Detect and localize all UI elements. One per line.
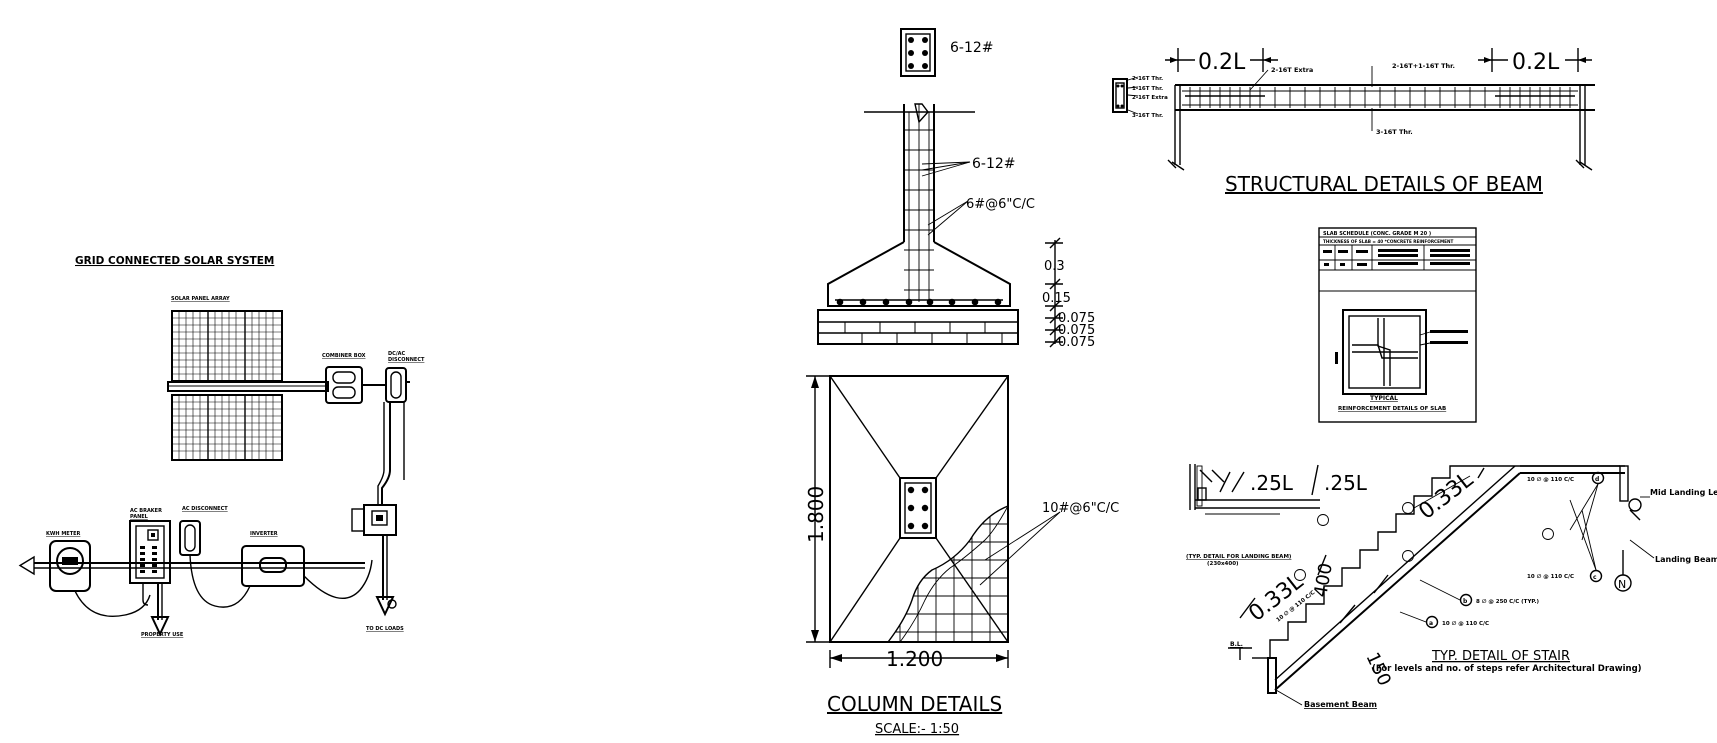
slab-caption-1: TYPICAL xyxy=(1370,395,1398,402)
north-marker: N xyxy=(1618,578,1626,591)
solar-panel-array-label: SOLAR PANEL ARRAY xyxy=(171,296,230,302)
footing-elevation xyxy=(817,103,1019,345)
landing-beam-label: Landing Beam xyxy=(1655,555,1717,564)
beam-bottom-center: 3-16T Thr. xyxy=(1376,128,1413,136)
dim-0-15: 0.15 xyxy=(1042,291,1071,306)
solar-title: GRID CONNECTED SOLAR SYSTEM xyxy=(75,255,274,267)
ac-breaker-panel xyxy=(129,520,171,584)
stair-details: (TYP. DETAIL FOR LANDING BEAM) (230x400)… xyxy=(1186,464,1717,709)
ac-disconnect xyxy=(179,520,201,556)
dc-disconnect-label-1: DC/AC xyxy=(388,351,406,357)
combiner-box-label: COMBINER BOX xyxy=(322,353,366,359)
column-cross-section xyxy=(900,28,936,77)
solar-panel-array xyxy=(167,310,329,461)
beam-dim-right: 0.2L xyxy=(1512,50,1560,75)
beam-sec-1: 2-16T Thr. xyxy=(1132,76,1163,82)
junction-box xyxy=(351,504,397,536)
landing-beam-detail xyxy=(1189,464,1320,515)
mesh-label: 10#@6"C/C xyxy=(1042,501,1119,516)
dim-0-075-a: 0.075 xyxy=(1058,311,1095,326)
combiner-box xyxy=(325,366,363,404)
stair-bar-d: 10 ∅ @ 110 C/C xyxy=(1527,477,1574,483)
inverter xyxy=(241,545,305,587)
stair-flight xyxy=(1252,465,1642,694)
dim-0-3: 0.3 xyxy=(1044,259,1065,274)
beam-top-center: 2-16T+1-16T Thr. xyxy=(1392,62,1455,70)
dc-disconnect-label-2: DISCONNECT xyxy=(388,357,425,363)
footing-depth-dimensions xyxy=(1045,237,1063,348)
bl-label: B.L. xyxy=(1230,641,1243,648)
column-top-bar-label: 6-12# xyxy=(950,40,994,56)
column-scale: SCALE:- 1:50 xyxy=(875,722,959,737)
kwh-meter xyxy=(49,540,91,592)
column-side-bar-label: 6-12# xyxy=(972,156,1016,172)
slab-row-1: SLAB SCHEDULE (CONC. GRADE M 20 ) xyxy=(1323,231,1431,237)
column-ties-label: 6#@6"C/C xyxy=(966,197,1035,212)
dim-0-075-c: 0.075 xyxy=(1058,335,1095,350)
column-details: 6-12# xyxy=(804,28,1119,737)
slab-caption-2: REINFORCEMENT DETAILS OF SLAB xyxy=(1338,406,1446,412)
beam-extra-top: 2-16T Extra xyxy=(1271,66,1313,74)
beam-cross-section xyxy=(1112,76,1139,115)
kwh-meter-label: KWH METER xyxy=(46,531,81,537)
plan-width-dim: 1.200 xyxy=(886,647,943,671)
stair-title: TYP. DETAIL OF STAIR xyxy=(1431,649,1570,664)
ac-breaker-label-2: PANEL xyxy=(130,514,149,520)
beam-elevation xyxy=(1167,66,1595,171)
stair-mark-c: c xyxy=(1593,574,1597,581)
dim-0-075-b: 0.075 xyxy=(1058,323,1095,338)
to-dc-loads-label: TO DC LOADS xyxy=(366,626,404,632)
column-title: COLUMN DETAILS xyxy=(827,692,1002,716)
stair-subtitle: (For levels and no. of steps refer Archi… xyxy=(1372,664,1642,674)
basement-beam-label: Basement Beam xyxy=(1304,700,1377,709)
beam-sec-3: 2-16T Extra xyxy=(1132,95,1168,101)
stair-dim-25-b: .25L xyxy=(1324,471,1368,495)
beam-sec-4: 3-16T Thr. xyxy=(1132,113,1163,119)
stair-mark-b: b xyxy=(1463,598,1468,605)
landing-note-2: (230x400) xyxy=(1207,561,1239,567)
ac-disconnect-label: AC DISCONNECT xyxy=(182,506,228,512)
beam-dim-left: 0.2L xyxy=(1198,50,1246,75)
solar-system-diagram: GRID CONNECTED SOLAR SYSTEM SOLAR PANEL … xyxy=(18,255,425,638)
plan-length-dim: 1.800 xyxy=(804,486,828,543)
slab-schedule: SLAB SCHEDULE (CONC. GRADE M 20 ) THICKN… xyxy=(1318,227,1477,423)
stair-bar-a: 10 ∅ @ 110 C/C xyxy=(1442,621,1489,627)
landing-note-1: (TYP. DETAIL FOR LANDING BEAM) xyxy=(1186,554,1292,560)
footing-plan xyxy=(829,375,1061,643)
beam-sec-2: 1-16T Thr. xyxy=(1132,86,1163,92)
stair-mark-a: a xyxy=(1429,620,1433,627)
stair-dim-25-a: .25L xyxy=(1250,471,1294,495)
slab-row-2: THICKNESS OF SLAB = 40 *CONCRETE REINFOR… xyxy=(1323,239,1454,244)
beam-title: STRUCTURAL DETAILS OF BEAM xyxy=(1225,172,1543,196)
ac-breaker-label-1: AC BRAKER xyxy=(130,508,162,514)
beam-details: 0.2L 0.2L xyxy=(1112,48,1595,196)
inverter-label: INVERTER xyxy=(250,531,278,537)
stair-bar-b: 8 ∅ @ 250 C/C (TYP.) xyxy=(1476,599,1540,605)
stair-bar-c: 10 ∅ @ 110 C/C xyxy=(1527,574,1574,580)
stair-mark-d: d xyxy=(1595,476,1599,483)
property-use-label: PROPERTY USE xyxy=(141,632,184,638)
dc-disconnect xyxy=(385,367,410,403)
mid-landing-label: Mid Landing Lev xyxy=(1650,488,1717,497)
